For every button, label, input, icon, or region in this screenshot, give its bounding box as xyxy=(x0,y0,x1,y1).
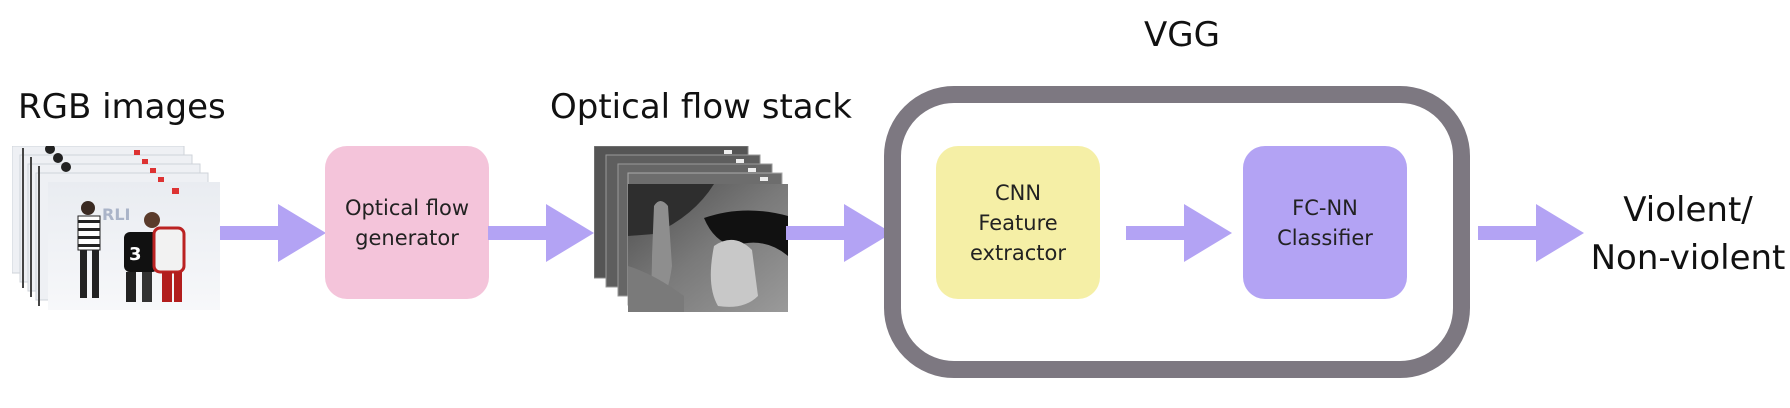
cnn-feature-extractor-box: CNN Feature extractor xyxy=(936,146,1100,299)
cnn-box-line1: CNN xyxy=(994,180,1042,205)
svg-text:RLI: RLI xyxy=(102,205,130,224)
rgb-image-stack: RLI 3 xyxy=(11,144,222,312)
optical-flow-stack xyxy=(593,145,788,314)
vgg-label: VGG xyxy=(1144,15,1220,55)
optical-flow-frames-graphic xyxy=(593,145,788,312)
arrow-cnn-to-fcnn xyxy=(1126,204,1232,262)
optical-flow-generator-box: Optical flow generator xyxy=(325,146,489,299)
fcnn-box-line2: Classifier xyxy=(1277,225,1373,250)
vgg-container xyxy=(884,86,1470,378)
optical-flow-generator-line1: Optical flow xyxy=(344,195,470,220)
rgb-frames-graphic: RLI 3 xyxy=(11,144,220,310)
arrow-rgb-to-generator xyxy=(220,204,326,262)
output-label-line1: Violent/ xyxy=(1623,190,1753,230)
optical-flow-generator-line2: generator xyxy=(355,225,459,250)
fcnn-classifier-box: FC-NN Classifier xyxy=(1243,146,1407,299)
optical-flow-stack-label: Optical flow stack xyxy=(550,87,852,127)
output-label: Violent/ Non-violent xyxy=(1590,186,1786,282)
arrow-vgg-to-output xyxy=(1478,204,1584,262)
svg-text:3: 3 xyxy=(129,244,142,265)
output-label-line2: Non-violent xyxy=(1590,238,1786,278)
cnn-box-line2: Feature extractor xyxy=(970,210,1066,265)
rgb-images-label: RGB images xyxy=(18,87,226,127)
arrow-flow-stack-to-vgg xyxy=(786,204,892,262)
arrow-generator-to-flow-stack xyxy=(488,204,594,262)
fcnn-box-line1: FC-NN xyxy=(1292,195,1358,220)
